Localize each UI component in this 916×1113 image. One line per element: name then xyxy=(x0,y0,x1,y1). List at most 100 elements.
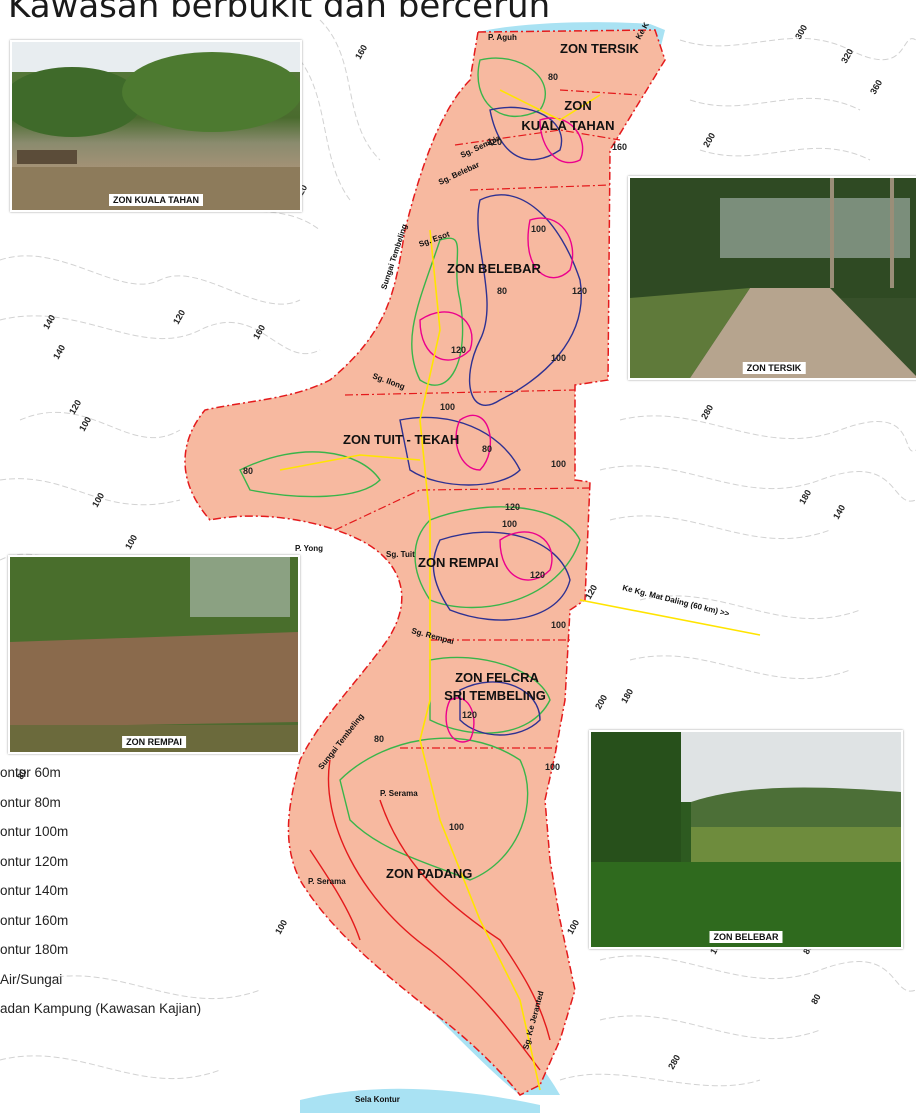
photo-caption: ZON BELEBAR xyxy=(709,931,783,943)
background-contour-number: 80 xyxy=(809,992,823,1006)
contour-number: 100 xyxy=(449,822,464,832)
legend-item: Air/Sungai xyxy=(0,965,280,995)
contour-number: 120 xyxy=(487,137,502,147)
contour-number: 80 xyxy=(482,444,492,454)
contour-number: 120 xyxy=(462,710,477,720)
legend-label: ontur 180m xyxy=(0,942,69,958)
photo-kuala-tahan-scene xyxy=(12,42,300,210)
zone-label-kuala-tahan-2: KUALA TAHAN xyxy=(521,118,614,133)
contour-60 xyxy=(309,759,551,1071)
page-title: Kawasan berbukit dan bercerun xyxy=(8,0,551,26)
zone-label-felcra-2: SRI TEMBELING xyxy=(444,688,546,703)
place-sela-kontur: Sela Kontur xyxy=(355,1095,400,1104)
contour-number: 80 xyxy=(243,466,253,476)
legend-item: adan Kampung (Kawasan Kajian) xyxy=(0,994,280,1024)
place-p-yong: P. Yong xyxy=(295,544,323,553)
background-contour-number: 120 xyxy=(67,398,83,416)
legend-label: ontur 160m xyxy=(0,912,69,928)
contour-number: 100 xyxy=(551,620,566,630)
photo-caption: ZON TERSIK xyxy=(742,362,806,374)
photo-belebar-scene xyxy=(591,732,901,947)
photo-kuala-tahan: ZON KUALA TAHAN xyxy=(10,40,302,212)
background-contour-number: 200 xyxy=(701,131,717,149)
photo-rempai: ZON REMPAI xyxy=(8,555,300,754)
background-contour-number: 120 xyxy=(171,308,187,326)
contour-number: 100 xyxy=(440,402,455,412)
place-p-serama-2: P. Serama xyxy=(308,877,346,886)
zone-label-tuit-tekah: ZON TUIT - TEKAH xyxy=(343,432,459,447)
background-contour-number: 320 xyxy=(839,47,855,65)
background-contour-number: 140 xyxy=(51,343,67,361)
place-ke-kg-mat-daling: Ke Kg. Mat Daling (60 km) >> xyxy=(622,583,731,618)
background-contour-number: 100 xyxy=(77,415,93,433)
legend-label: adan Kampung (Kawasan Kajian) xyxy=(0,1001,202,1017)
contour-number: 120 xyxy=(530,570,545,580)
contour-number: 100 xyxy=(551,353,566,363)
background-contour-number: 100 xyxy=(565,918,581,936)
place-p-aguh: P. Aguh xyxy=(488,33,517,42)
zone-label-tersik: ZON TERSIK xyxy=(560,41,639,56)
legend-label: ontur 140m xyxy=(0,883,69,899)
legend-item: ontur 60m xyxy=(0,758,280,788)
river-lower xyxy=(300,1088,540,1113)
background-contour-number: 140 xyxy=(831,503,847,521)
legend-item: ontur 180m xyxy=(0,935,280,965)
zone-label-rempai: ZON REMPAI xyxy=(418,555,499,570)
contour-numbers: 80 120 160 100 80 120 120 100 80 100 120 100 80 100 12… xyxy=(243,72,627,832)
background-contour-number: 280 xyxy=(699,403,715,421)
background-contour-number: 160 xyxy=(353,43,369,61)
legend-label: Air/Sungai xyxy=(0,971,63,987)
place-sg-tuit: Sg. Tuit xyxy=(386,550,415,559)
contour-number: 120 xyxy=(572,286,587,296)
photo-caption: ZON REMPAI xyxy=(122,736,186,748)
background-contour-number: 80 xyxy=(15,767,29,781)
zone-labels: ZON TERSIK ZON KUALA TAHAN ZON BELEBAR Z… xyxy=(343,41,639,881)
contour-number: 100 xyxy=(502,519,517,529)
legend: ontur 60m ontur 80m ontur 100m ontur 120m on… xyxy=(0,758,280,1024)
legend-item: ontur 120m xyxy=(0,847,280,877)
photo-rempai-scene xyxy=(10,557,298,752)
roads xyxy=(279,89,761,1091)
photo-tersik: ZON TERSIK xyxy=(628,176,916,380)
photo-caption: ZON KUALA TAHAN xyxy=(109,194,203,206)
photo-belebar: ZON BELEBAR xyxy=(589,730,903,949)
legend-item: ontur 140m xyxy=(0,876,280,906)
legend-label: ontur 100m xyxy=(0,824,69,840)
zone-label-padang: ZON PADANG xyxy=(386,866,472,881)
contour-number: 80 xyxy=(548,72,558,82)
contour-number: 100 xyxy=(531,224,546,234)
contour-number: 120 xyxy=(451,345,466,355)
legend-label: ontur 120m xyxy=(0,853,69,869)
contour-number: 100 xyxy=(551,459,566,469)
contour-number: 120 xyxy=(505,502,520,512)
background-contours xyxy=(0,19,916,1087)
background-contour-number: 180 xyxy=(619,687,635,705)
place-p-serama-1: P. Serama xyxy=(380,789,418,798)
background-contour-number: 140 xyxy=(41,313,57,331)
zone-label-belebar: ZON BELEBAR xyxy=(447,261,542,276)
zone-boundaries xyxy=(334,89,641,749)
background-contour-number: 180 xyxy=(797,488,813,506)
background-contour-number: 160 xyxy=(251,323,267,341)
contour-number: 80 xyxy=(374,734,384,744)
background-contour-number: 200 xyxy=(593,693,609,711)
photo-tersik-scene xyxy=(630,178,916,378)
contour-120 xyxy=(419,117,584,743)
background-contour-number: 100 xyxy=(123,533,139,551)
zone-label-kuala-tahan-1: ZON xyxy=(564,98,591,113)
background-contour-number: 360 xyxy=(868,78,884,96)
legend-item: ontur 100m xyxy=(0,817,280,847)
contour-number: 160 xyxy=(612,142,627,152)
legend-label: ontur 80m xyxy=(0,794,61,810)
background-contour-number: 280 xyxy=(666,1053,682,1071)
zone-label-felcra-1: ZON FELCRA xyxy=(455,670,539,685)
contour-100 xyxy=(399,106,582,736)
legend-label: ontur 60m xyxy=(0,765,61,781)
contour-number: 80 xyxy=(497,286,507,296)
contour-number: 100 xyxy=(545,762,560,772)
background-contour-number: 100 xyxy=(90,491,106,509)
legend-item: ontur 160m xyxy=(0,906,280,936)
study-area xyxy=(184,29,666,1096)
legend-item: ontur 80m xyxy=(0,788,280,818)
